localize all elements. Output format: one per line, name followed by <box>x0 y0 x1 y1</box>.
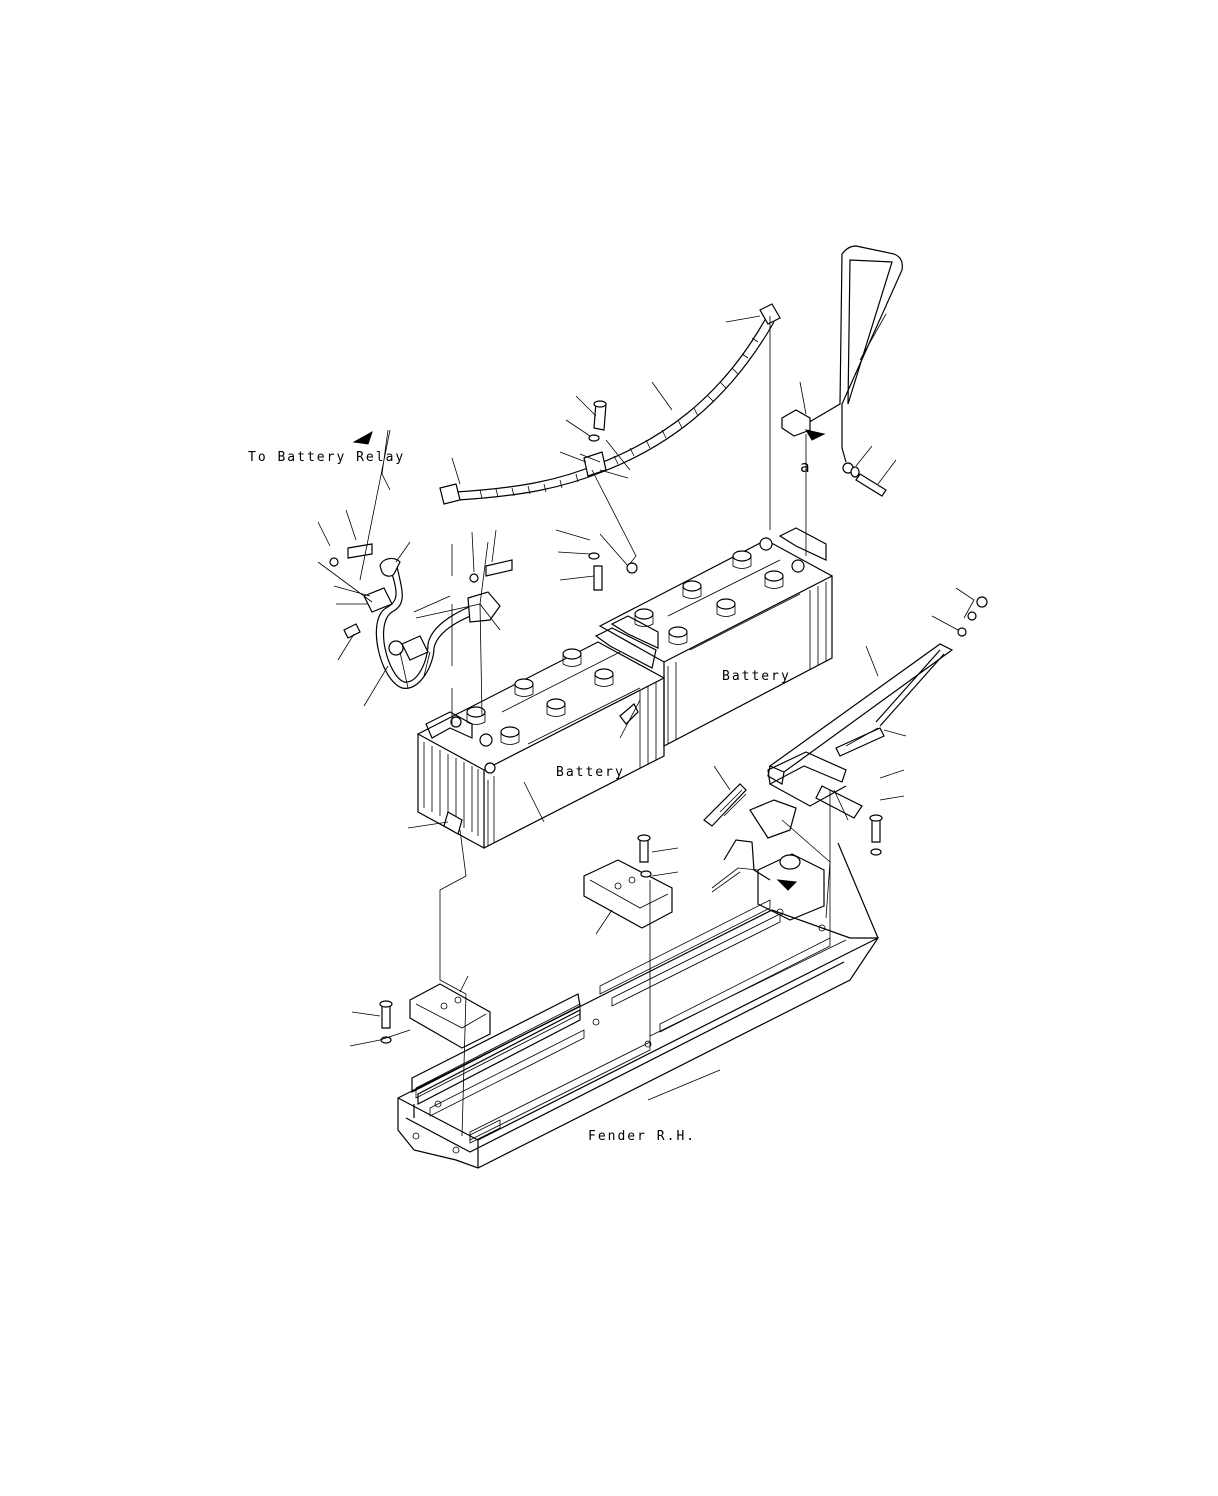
upper-cable <box>439 303 781 574</box>
fender-tray <box>397 842 880 1169</box>
ref-a-label: a <box>800 457 812 476</box>
battery-right <box>598 527 834 747</box>
arrows <box>352 429 826 891</box>
leader-lines <box>317 313 975 1137</box>
hold-down-bar <box>703 596 988 827</box>
battery-left <box>416 627 666 850</box>
battery-right-label: Battery <box>722 669 791 684</box>
to-battery-relay-label: To Battery Relay <box>248 450 405 465</box>
mid-bolts <box>588 400 607 591</box>
bottom-bolts <box>379 811 883 1044</box>
fender-label: Fender R.H. <box>588 1129 696 1144</box>
battery-left-label: Battery <box>556 765 625 780</box>
left-cable-assembly <box>329 543 513 689</box>
right-cable-loop <box>781 245 903 497</box>
